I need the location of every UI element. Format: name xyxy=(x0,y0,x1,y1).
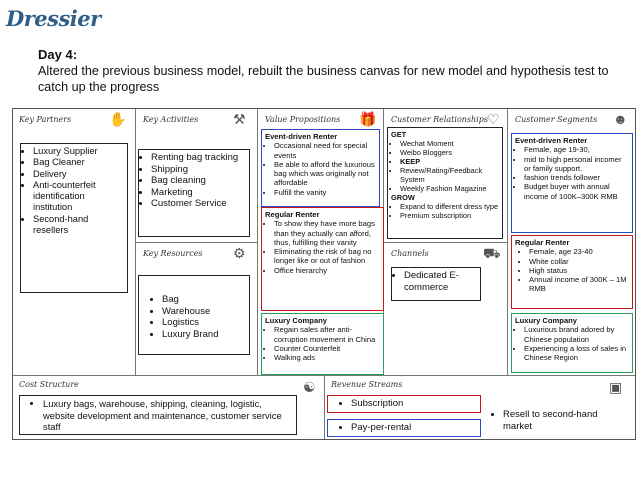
list-item: Counter Counterfeit xyxy=(274,344,380,353)
segment-luxury-title: Luxury Company xyxy=(515,316,578,325)
list-item: Logistics xyxy=(162,317,246,329)
section-title-key-resources: Key Resources xyxy=(143,249,203,258)
list-item: Bag cleaning xyxy=(151,175,246,187)
list-item: Subscription xyxy=(351,398,477,410)
value-regular-box: Regular Renter To show they have more ba… xyxy=(261,207,384,311)
section-title-value-propositions: Value Propositions xyxy=(265,115,341,124)
cash-register-icon: ▣ xyxy=(609,379,623,395)
grow-title: GROW xyxy=(391,193,415,202)
list-item: Office hierarchy xyxy=(274,266,380,275)
list-item: Fulfill the vanity xyxy=(274,188,376,197)
list-item: Be able to afford the luxurious bag whic… xyxy=(274,160,376,188)
list-item: Wechat Moment xyxy=(400,139,499,148)
list-item: High status xyxy=(529,266,629,275)
list-item: Luxury Brand xyxy=(162,329,246,341)
list-item: Pay-per-rental xyxy=(351,422,477,434)
list-item: Occasional need for special events xyxy=(274,141,376,160)
section-title-key-activities: Key Activities xyxy=(143,115,199,124)
list-item: Review/Rating/Feedback System xyxy=(400,166,499,184)
key-activities-box: Renting bag tracking Shipping Bag cleani… xyxy=(138,149,250,237)
person-icon: ☻ xyxy=(613,111,628,127)
section-title-revenue-streams: Revenue Streams xyxy=(331,380,403,389)
value-luxury-box: Luxury Company Regain sales after anti-c… xyxy=(261,313,384,375)
app-logo: Dressier xyxy=(6,6,101,31)
customer-relationships-box: GET Wechat Moment Weibo Bloggers KEEP Re… xyxy=(387,127,503,239)
segment-regular-title: Regular Renter xyxy=(515,238,570,247)
value-regular-title: Regular Renter xyxy=(265,210,320,219)
list-item: Bag Cleaner xyxy=(33,157,124,168)
list-item: fashion trends follower xyxy=(524,173,629,182)
list-item: Luxurious brand adored by Chinese popula… xyxy=(524,325,629,344)
divider xyxy=(324,375,325,439)
list-item: Marketing xyxy=(151,187,246,199)
list-item: Dedicated E-commerce xyxy=(404,270,477,293)
segment-event-driven-box: Event-driven Renter Female, age 19-30, m… xyxy=(511,133,633,233)
worker-icon: ⚒ xyxy=(233,111,246,127)
revenue-subscription-box: Subscription xyxy=(327,395,481,413)
heart-icon: ♡ xyxy=(487,111,500,127)
section-title-customer-relationships: Customer Relationships xyxy=(391,115,488,124)
list-item: Weekly Fashion Magazine xyxy=(400,184,499,193)
page-heading: Day 4: xyxy=(38,47,78,62)
revenue-resell: Resell to second-hand market xyxy=(489,409,599,432)
channels-box: Dedicated E-commerce xyxy=(391,267,481,301)
divider xyxy=(13,375,635,376)
list-item: Luxury bags, warehouse, shipping, cleani… xyxy=(43,398,293,433)
list-item: Customer Service xyxy=(151,198,246,210)
divider xyxy=(257,109,258,375)
list-item: Regain sales after anti-corruption movem… xyxy=(274,325,380,344)
list-item: Weibo Bloggers xyxy=(400,148,499,157)
divider xyxy=(135,242,257,243)
segment-event-title: Event-driven Renter xyxy=(515,136,588,145)
list-item: Warehouse xyxy=(162,306,246,318)
section-title-cost-structure: Cost Structure xyxy=(19,380,79,389)
handshake-icon: ✋ xyxy=(109,111,127,127)
list-item: Anti-counterfeit identification institut… xyxy=(33,180,124,214)
list-item: Female, age 19-30, xyxy=(524,145,629,154)
price-tag-icon: ☯ xyxy=(303,379,316,395)
truck-icon: ⛟ xyxy=(483,245,501,261)
list-item: Second-hand resellers xyxy=(33,214,124,237)
key-resources-box: Bag Warehouse Logistics Luxury Brand xyxy=(138,275,250,355)
list-item: Luxury Supplier xyxy=(33,146,124,157)
section-title-key-partners: Key Partners xyxy=(19,115,72,124)
gift-icon: 🎁 xyxy=(359,111,377,127)
page-description: Altered the previous business model, reb… xyxy=(38,64,609,94)
factory-icon: ⚙ xyxy=(233,245,246,261)
list-item: Budget buyer with annual income of 100K–… xyxy=(524,182,629,201)
list-item: Annual income of 300K – 1M RMB xyxy=(529,275,629,294)
list-item: Female, age 23-40 xyxy=(529,247,629,256)
section-title-channels: Channels xyxy=(391,249,429,258)
revenue-pay-per-rental-box: Pay-per-rental xyxy=(327,419,481,437)
value-luxury-title: Luxury Company xyxy=(265,316,328,325)
list-item: Experiencing a loss of sales in Chinese … xyxy=(524,344,629,363)
list-item: Resell to second-hand market xyxy=(503,409,599,432)
list-item: Walking ads xyxy=(274,353,380,362)
keep-title: KEEP xyxy=(400,157,499,166)
segment-regular-box: Regular Renter Female, age 23-40 White c… xyxy=(511,235,633,309)
business-model-canvas: Key Partners Key Activities Value Propos… xyxy=(12,108,636,440)
value-event-driven-box: Event-driven Renter Occasional need for … xyxy=(261,129,380,207)
section-title-customer-segments: Customer Segments xyxy=(515,115,598,124)
list-item: Shipping xyxy=(151,164,246,176)
value-event-title: Event-driven Renter xyxy=(265,132,338,141)
list-item: Premium subscription xyxy=(400,211,499,220)
segment-luxury-box: Luxury Company Luxurious brand adored by… xyxy=(511,313,633,373)
key-partners-box: Luxury Supplier Bag Cleaner Delivery Ant… xyxy=(20,143,128,293)
divider xyxy=(507,109,508,375)
list-item: To show they have more bags than they ac… xyxy=(274,219,380,247)
list-item: Renting bag tracking xyxy=(151,152,246,164)
list-item: Delivery xyxy=(33,169,124,180)
list-item: Eliminating the risk of bag no longer li… xyxy=(274,247,380,266)
list-item: Expand to different dress type xyxy=(400,202,499,211)
list-item: Bag xyxy=(162,294,246,306)
list-item: White collar xyxy=(529,257,629,266)
cost-structure-box: Luxury bags, warehouse, shipping, cleani… xyxy=(19,395,297,435)
divider xyxy=(383,242,507,243)
list-item: mid to high personal incomer or family s… xyxy=(524,155,629,174)
get-title: GET xyxy=(391,130,407,139)
